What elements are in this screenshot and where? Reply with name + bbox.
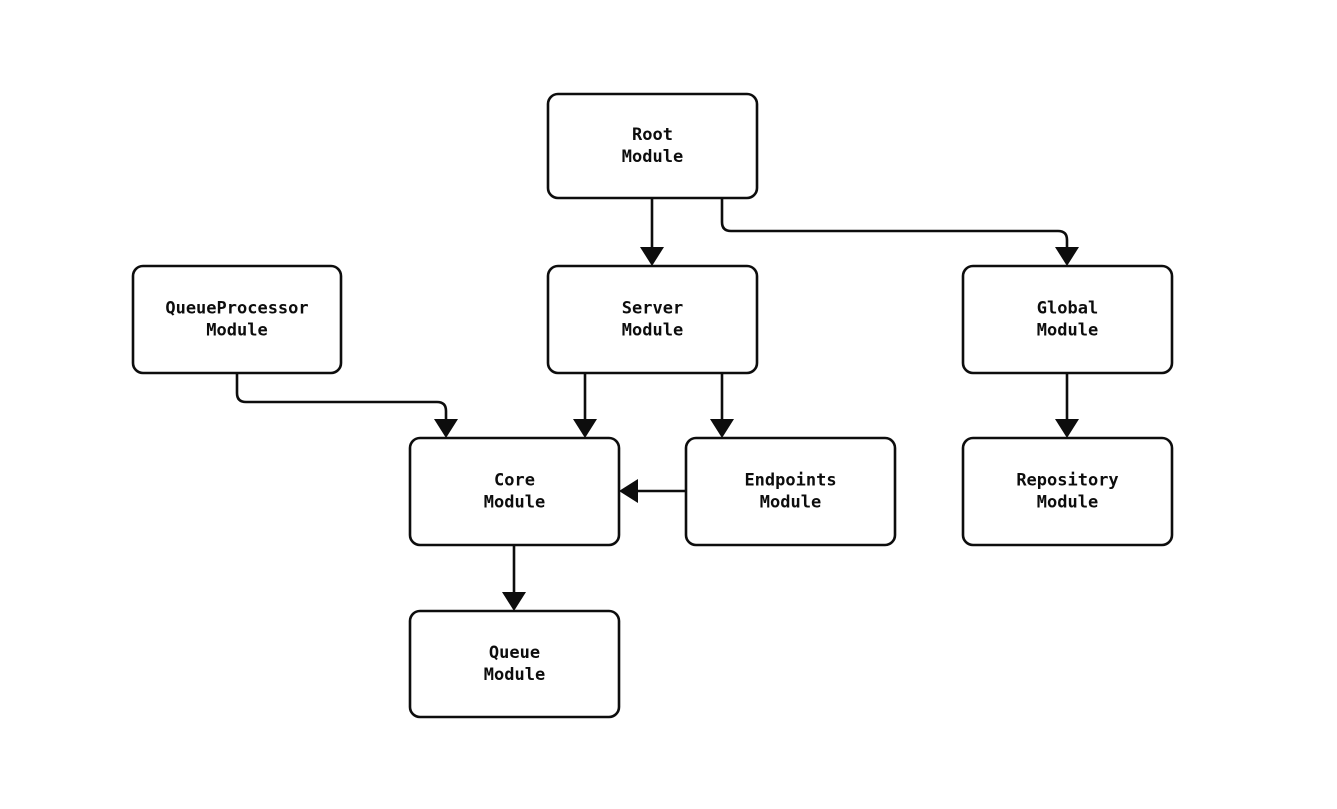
node-box xyxy=(131,264,343,375)
arrowhead-icon xyxy=(640,247,664,266)
edges-layer xyxy=(235,198,1079,611)
node-box xyxy=(408,436,621,547)
arrowhead-icon xyxy=(573,419,597,438)
node-box xyxy=(546,92,759,200)
arrowhead-icon xyxy=(434,419,458,438)
node-box xyxy=(961,264,1174,375)
arrowhead-icon xyxy=(1055,247,1079,266)
arrowhead-icon xyxy=(1055,419,1079,438)
node-box xyxy=(684,436,897,547)
arrowhead-icon xyxy=(619,479,638,503)
arrowhead-icon xyxy=(710,419,734,438)
node-box xyxy=(408,609,621,719)
edge-root-to-global xyxy=(720,198,1069,250)
node-box xyxy=(961,436,1174,547)
edge-queueprocessor-to-core xyxy=(235,373,448,422)
arrowhead-icon xyxy=(502,592,526,611)
node-box xyxy=(546,264,759,375)
